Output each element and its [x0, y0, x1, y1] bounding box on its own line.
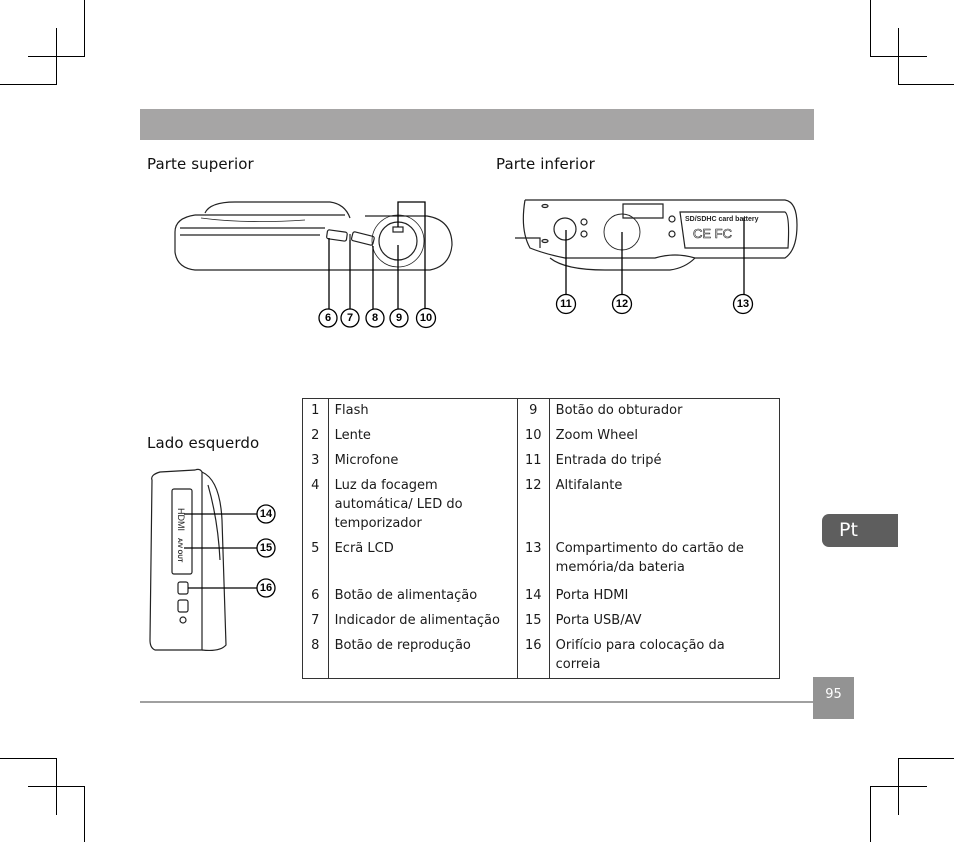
- callout-13: 13: [732, 293, 754, 315]
- svg-text:10: 10: [420, 312, 432, 324]
- camera-left-view-diagram: HDMI A/V OUT 14 15 16: [149, 468, 276, 652]
- callout-7: 7: [340, 308, 360, 328]
- svg-text:15: 15: [260, 542, 272, 554]
- crop-mark: [870, 786, 871, 842]
- hdmi-port-label: HDMI: [176, 508, 186, 531]
- svg-text:6: 6: [325, 312, 331, 324]
- legend-number: 15: [516, 609, 550, 634]
- svg-text:9: 9: [396, 312, 402, 324]
- legend-label: Luz da focagem automática/ LED do tempor…: [334, 478, 463, 531]
- crop-mark: [898, 28, 899, 85]
- legend-label: Porta USB/AV: [555, 613, 642, 628]
- camera-top-view-diagram: 6 7 8 9 10: [174, 201, 453, 329]
- svg-text:7: 7: [347, 312, 353, 324]
- crop-mark: [870, 0, 871, 57]
- legend-label: Compartimento do cartão de memória/da ba…: [555, 541, 744, 575]
- callout-6: 6: [318, 308, 338, 328]
- legend-number: 16: [516, 634, 550, 679]
- legend-number: 11: [516, 449, 550, 474]
- legend-number: 13: [516, 537, 550, 584]
- legend-label: Lente: [334, 428, 371, 443]
- legend-number: 8: [302, 634, 329, 679]
- callout-10: 10: [415, 307, 437, 329]
- legend-label: Zoom Wheel: [555, 428, 638, 443]
- legend-number: 12: [516, 474, 550, 537]
- legend-number: 4: [302, 474, 329, 537]
- bottom-view-title: Parte inferior: [496, 155, 595, 173]
- legend-label: Porta HDMI: [555, 588, 629, 603]
- legend-label: Botão de alimentação: [334, 588, 478, 603]
- callout-11: 11: [555, 293, 577, 315]
- legend-number: 2: [302, 424, 329, 449]
- svg-text:16: 16: [260, 582, 272, 594]
- top-view-title: Parte superior: [147, 155, 254, 173]
- callout-15: 15: [256, 538, 276, 558]
- footer-divider: [140, 701, 813, 703]
- page-number: 95: [813, 677, 854, 719]
- crop-mark: [870, 786, 927, 787]
- legend-row: 3 Microfone 11 Entrada do tripé: [302, 449, 780, 474]
- callout-9: 9: [389, 308, 409, 328]
- legend-number: 1: [302, 398, 329, 424]
- legend-row: 1 Flash 9 Botão do obturador: [302, 398, 780, 424]
- legend-label: Botão do obturador: [555, 403, 683, 418]
- callout-12: 12: [611, 293, 633, 315]
- legend-number: 10: [516, 424, 550, 449]
- compartment-label: SD/SDHC card battery: [685, 216, 759, 223]
- parts-legend-table: 1 Flash 9 Botão do obturador 2 Lente 10 Zoom Wh…: [302, 398, 780, 679]
- legend-row: 2 Lente 10 Zoom Wheel: [302, 424, 780, 449]
- legend-row: 6 Botão de alimentação 14 Porta HDMI: [302, 584, 780, 609]
- legend-label: Orifício para colocação da correia: [555, 638, 725, 672]
- legend-label: Indicador de alimentação: [334, 613, 500, 628]
- left-view-title: Lado esquerdo: [147, 434, 260, 452]
- callout-8: 8: [365, 308, 385, 328]
- crop-mark: [84, 786, 85, 842]
- legend-number: 3: [302, 449, 329, 474]
- legend-row: 7 Indicador de alimentação 15 Porta USB/AV: [302, 609, 780, 634]
- legend-label: Microfone: [334, 453, 399, 468]
- svg-text:13: 13: [737, 298, 749, 310]
- legend-label: Flash: [334, 403, 369, 418]
- legend-label: Altifalante: [555, 478, 623, 493]
- av-port-label: A/V OUT: [176, 538, 182, 563]
- crop-mark: [0, 84, 57, 85]
- crop-mark: [898, 84, 954, 85]
- crop-mark: [898, 758, 954, 759]
- callout-14: 14: [256, 504, 276, 524]
- svg-text:8: 8: [372, 312, 378, 324]
- section-header-bar: [140, 109, 814, 140]
- svg-text:11: 11: [560, 298, 572, 310]
- legend-label: Entrada do tripé: [555, 453, 662, 468]
- callout-16: 16: [256, 578, 276, 598]
- camera-bottom-view-diagram: SD/SDHC card battery CE FC 11 12 13: [515, 199, 798, 315]
- crop-mark: [28, 786, 85, 787]
- crop-mark: [56, 28, 57, 85]
- legend-number: 9: [516, 398, 550, 424]
- language-tab[interactable]: Pt: [822, 514, 898, 547]
- legend-number: 5: [302, 537, 329, 584]
- svg-text:14: 14: [260, 508, 273, 520]
- legend-number: 6: [302, 584, 329, 609]
- crop-mark: [0, 758, 57, 759]
- legend-label: Botão de reprodução: [334, 638, 471, 653]
- svg-text:12: 12: [616, 298, 628, 310]
- legend-label: Ecrã LCD: [334, 541, 394, 556]
- certification-marks: CE FC: [693, 226, 732, 241]
- legend-number: 14: [516, 584, 550, 609]
- crop-mark: [84, 0, 85, 57]
- legend-number: 7: [302, 609, 329, 634]
